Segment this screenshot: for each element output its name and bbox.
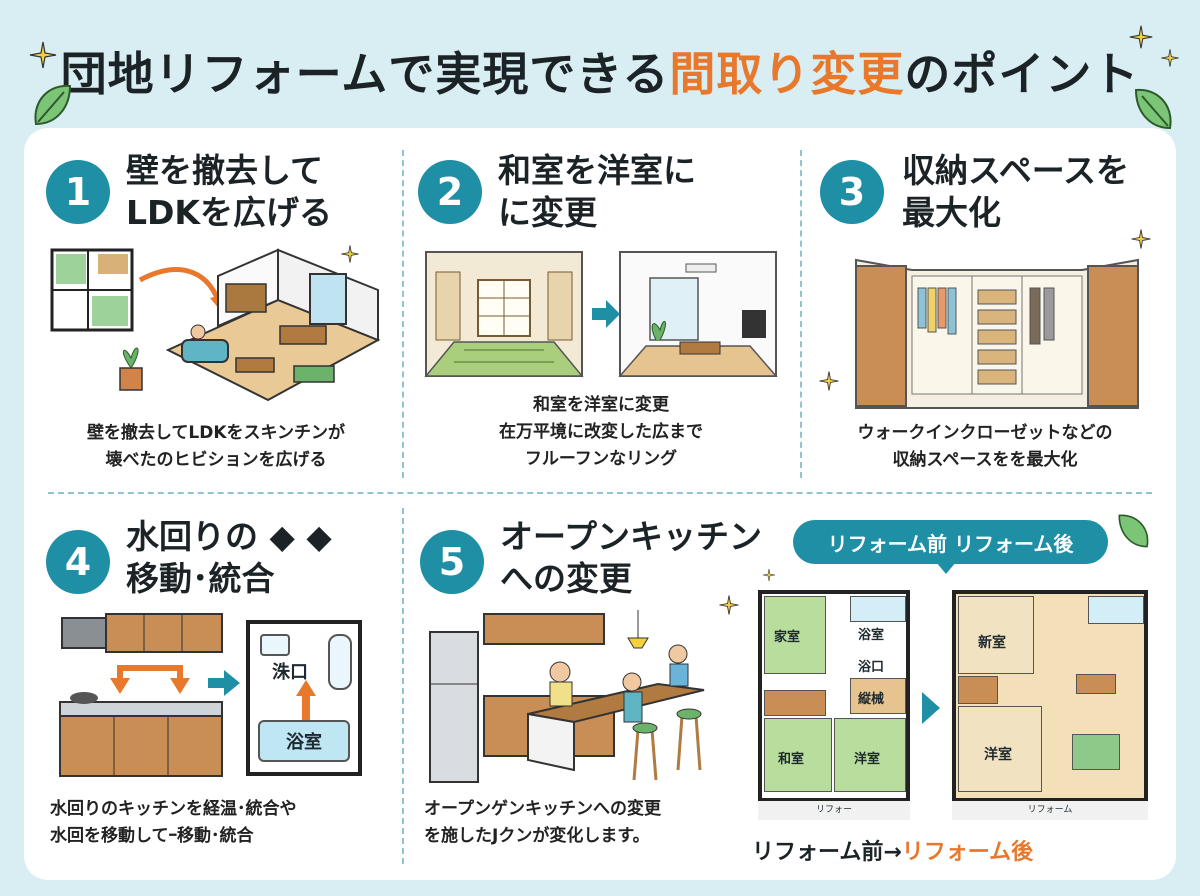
caption-after: リフォーム後 [901,840,1034,865]
reform-caption: リフォーム前→リフォーム後 [752,834,1152,866]
divider [48,492,1152,494]
title-tail: のポイント [904,47,1140,101]
leaf-icon [1118,514,1149,548]
closet-illustration [855,258,1139,409]
leaf-icon [1134,88,1172,130]
card-text-line: を施したJクンが変化します。 [424,826,650,846]
caption-before: リフォーム前 [752,840,884,865]
before-after-pill: リフォーム前 リフォーム後 [793,520,1108,564]
arrow-icon [208,670,240,696]
sparkle-icon [1129,25,1153,49]
washitsu-illustration [424,251,778,377]
card-text-4: 水回りのキッチンを経温･統合や 水回を移動してｰ移動･統合 [50,796,390,850]
sparkle-icon [29,41,57,69]
room-label: 浴室 [858,628,885,643]
card-text-3: ウォークインクローゼットなどの 収納スペースをを最大化 [812,420,1158,474]
floor-plan-before: 家室 浴室 浴口 縦械 和室 洋室 リフォー [758,590,910,820]
card-number-3: 3 [820,160,884,224]
room-label: 洋室 [854,752,881,767]
sparkle-icon [819,371,839,391]
room-label: 和室 [778,752,805,767]
room-label: 洋室 [984,747,1012,763]
bath-plan: 洙口 浴室 [246,620,362,776]
card-number-2: 2 [418,160,482,224]
card-number-4: 4 [46,530,110,594]
card-text-2: 和室を洋室に変更 在万平境に改変した広まで フルーフンなリング [420,392,782,473]
card-number-5: 5 [420,530,484,594]
sparkle-icon [1131,229,1151,249]
room-label: 新室 [978,635,1006,651]
card-text-line: 水回を移動してｰ移動･統合 [50,826,254,846]
arrow-icon [922,692,940,724]
balcony-label: リフォーム [1027,805,1073,815]
divider [402,508,404,864]
card-text-5: オープンゲンキッチンへの変更 を施したJクンが変化します。 [424,796,744,850]
page-title: 団地リフォームで実現できる間取り変更のポイント [0,38,1200,104]
divider [402,150,404,478]
room-label: 浴口 [858,660,885,675]
sparkle-icon [341,245,359,263]
card-text-line: フルーフンなリング [524,449,678,469]
divider [800,150,802,478]
card-text-line: ウォークインクローゼットなどの [857,423,1113,443]
card-title-2: 和室を洋室に に変更 [498,151,696,232]
card-text-line: 水回りのキッチンを経温･統合や [50,799,297,819]
ldk-illustration [50,248,381,402]
pill-tail [936,562,956,574]
card-title-4: 水回りの ◆ ◆ 移動･統合 [126,517,332,598]
floor-plan-after: 新室 洋室 リフォーム [952,590,1148,820]
bathtub: 浴室 [258,720,350,762]
title-main: 団地リフォームで実現できる [60,47,670,101]
card-title-5: オープンキッチン への変更 [500,517,763,598]
room-label: 洙口 [272,662,308,683]
card-title-1: 壁を撤去して LDKを広げる [126,151,332,232]
title-accent: 間取り変更 [669,47,905,101]
open-kitchen-illustration [429,610,705,783]
balcony: リフォーム [952,798,1148,820]
balcony: リフォー [758,798,910,820]
card-text-line: 壊べたのヒビションを広げる [105,450,327,470]
card-title-3: 収納スペースを 最大化 [902,151,1130,232]
card-text-1: 壁を撤去してLDKをスキンチンが 壊べたのヒビションを広げる [46,420,386,474]
card-text-line: 在万平境に改変した広まで [499,422,703,442]
sparkle-icon [1161,49,1179,67]
room-label: 家室 [774,630,801,645]
card-text-line: 収納スペースをを最大化 [892,450,1078,470]
sparkle-icon [762,568,776,582]
room-label: 浴室 [286,732,322,753]
balcony-label: リフォー [815,805,852,815]
card-text-line: 壁を撤去してLDKをスキンチンが [86,423,346,443]
card-text-line: 和室を洋室に変更 [533,395,669,415]
caption-arrow: → [883,840,902,865]
room-label: 縦械 [858,692,885,707]
leaf-icon [34,84,72,126]
sparkle-icon [719,595,739,615]
kitchen-illustration [59,613,223,777]
card-text-line: オープンゲンキッチンへの変更 [424,799,661,819]
card-number-1: 1 [46,160,110,224]
